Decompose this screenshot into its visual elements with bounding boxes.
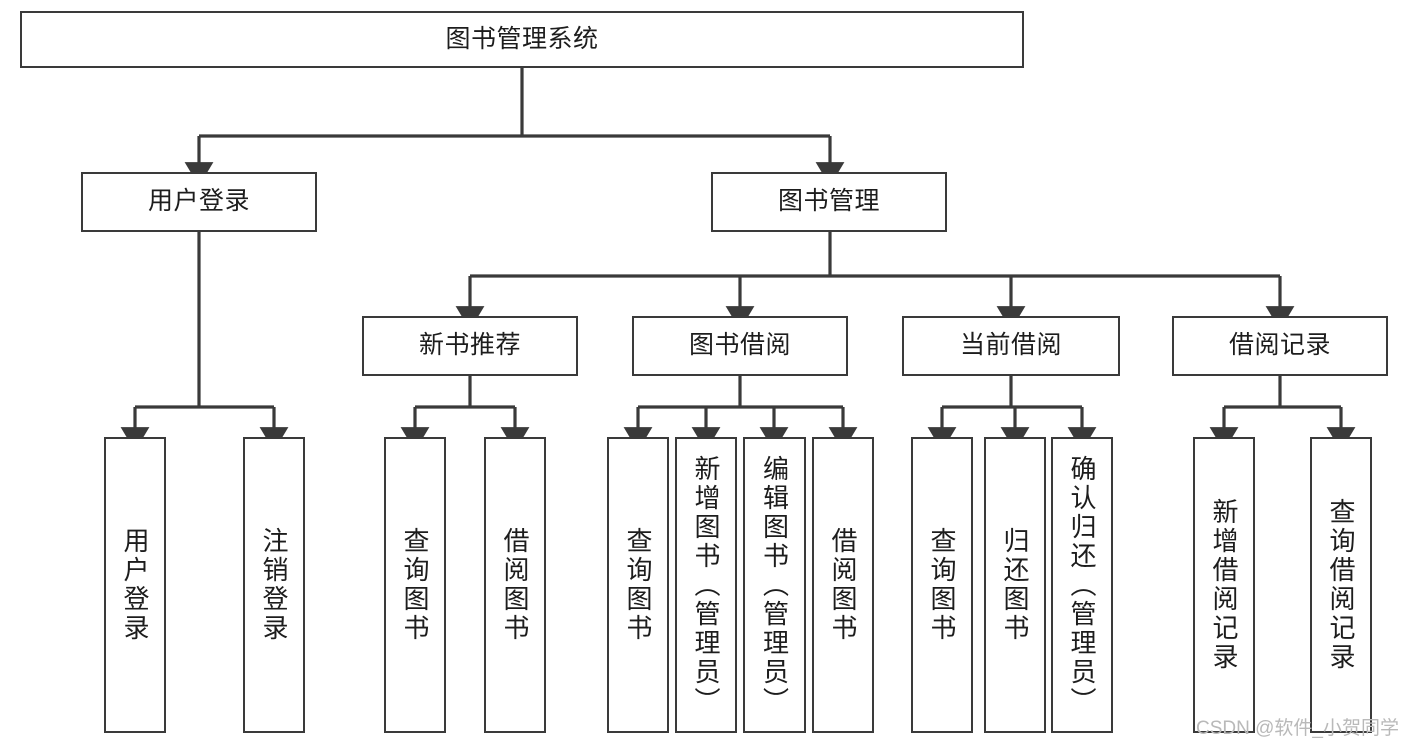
node-borrow-record-label: 借阅记录 (1228, 331, 1331, 360)
node-leaf-borrow-book-1[interactable]: 借阅图书 (484, 437, 546, 733)
node-leaf-query-book-3[interactable]: 查询图书 (911, 437, 973, 733)
node-leaf-confirm-return-admin-label: 确认归还（管理员） (1067, 454, 1097, 716)
node-leaf-edit-book-admin-label: 编辑图书（管理员） (759, 454, 790, 716)
node-leaf-query-book-3-label: 查询图书 (927, 527, 957, 643)
node-leaf-confirm-return-admin[interactable]: 确认归还（管理员） (1051, 437, 1113, 733)
node-leaf-return-book-label: 归还图书 (1000, 527, 1030, 643)
node-leaf-user-logout[interactable]: 注销登录 (243, 437, 305, 733)
node-leaf-query-book-2-label: 查询图书 (623, 527, 653, 643)
node-borrow-record[interactable]: 借阅记录 (1172, 316, 1388, 376)
node-leaf-add-borrow-record[interactable]: 新增借阅记录 (1193, 437, 1255, 733)
node-leaf-edit-book-admin[interactable]: 编辑图书（管理员） (743, 437, 806, 733)
node-leaf-return-book[interactable]: 归还图书 (984, 437, 1046, 733)
node-new-book-recommend-label: 新书推荐 (418, 331, 521, 360)
node-leaf-query-borrow-record-label: 查询借阅记录 (1326, 498, 1356, 672)
node-leaf-borrow-book-1-label: 借阅图书 (500, 527, 530, 643)
node-leaf-query-borrow-record[interactable]: 查询借阅记录 (1310, 437, 1372, 733)
node-leaf-user-logout-label: 注销登录 (259, 527, 289, 643)
watermark-text: CSDN @软件_小贺同学 (1196, 718, 1399, 739)
node-leaf-user-login[interactable]: 用户登录 (104, 437, 166, 733)
node-current-borrow[interactable]: 当前借阅 (902, 316, 1120, 376)
node-new-book-recommend[interactable]: 新书推荐 (362, 316, 578, 376)
node-leaf-add-book-admin[interactable]: 新增图书（管理员） (675, 437, 737, 733)
node-current-borrow-label: 当前借阅 (959, 331, 1062, 360)
node-root-label: 图书管理系统 (445, 24, 599, 53)
node-leaf-query-book-1-label: 查询图书 (400, 527, 430, 643)
node-leaf-add-borrow-record-label: 新增借阅记录 (1209, 498, 1239, 672)
node-leaf-add-book-admin-label: 新增图书（管理员） (691, 454, 721, 716)
node-user-login[interactable]: 用户登录 (81, 172, 317, 232)
node-book-manage-label: 图书管理 (777, 187, 880, 216)
node-leaf-borrow-book-2[interactable]: 借阅图书 (812, 437, 874, 733)
node-leaf-query-book-1[interactable]: 查询图书 (384, 437, 446, 733)
node-book-manage[interactable]: 图书管理 (711, 172, 947, 232)
node-book-borrow-label: 图书借阅 (688, 331, 791, 360)
node-book-borrow[interactable]: 图书借阅 (632, 316, 848, 376)
node-leaf-borrow-book-2-label: 借阅图书 (828, 527, 858, 643)
node-leaf-query-book-2[interactable]: 查询图书 (607, 437, 669, 733)
node-leaf-user-login-label: 用户登录 (120, 527, 150, 643)
node-root[interactable]: 图书管理系统 (20, 11, 1024, 68)
node-user-login-label: 用户登录 (147, 187, 250, 216)
